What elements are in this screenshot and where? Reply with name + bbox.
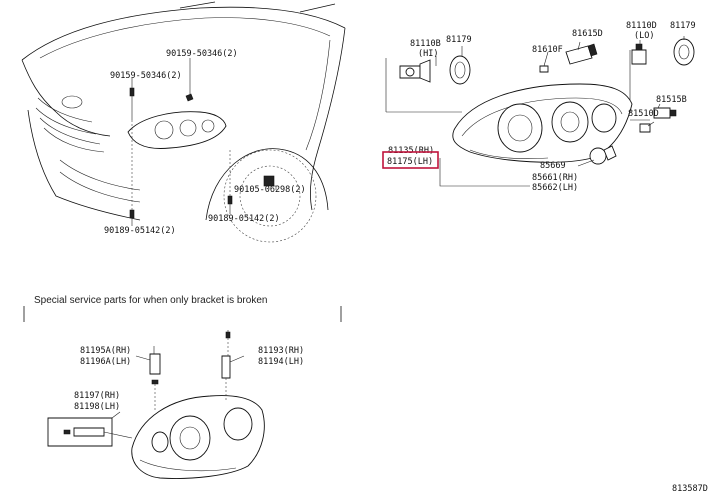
callout-90105-06298: 90105-06298(2) bbox=[234, 185, 306, 195]
callout-81195A: 81195A(RH) bbox=[80, 346, 131, 356]
callout-81615D: 81615D bbox=[572, 29, 603, 39]
bracket-service-parts bbox=[23, 306, 342, 479]
callout-81175-lh: 81175(LH) bbox=[387, 157, 433, 167]
callout-81193: 81193(RH) bbox=[258, 346, 304, 356]
bolt-icon bbox=[129, 87, 135, 97]
headlamp-exploded-view bbox=[385, 36, 695, 187]
car-front-illustration bbox=[21, 1, 346, 243]
callout-81110B: 81110B bbox=[410, 39, 441, 49]
diagram-id: 813587D bbox=[672, 484, 708, 494]
special-service-note: Special service parts for when only brac… bbox=[34, 295, 267, 306]
callout-90159-50346-left: 90159-50346(2) bbox=[110, 71, 182, 81]
callout-85669: 85669 bbox=[540, 161, 566, 171]
bolt-icon bbox=[185, 93, 194, 102]
callout-90189-05142-bottom: 90189-05142(2) bbox=[104, 226, 176, 236]
callout-90159-50346-top: 90159-50346(2) bbox=[166, 49, 238, 59]
callout-85661-rh: 85661(RH) bbox=[532, 173, 578, 183]
callout-81510D: 81510D bbox=[628, 109, 659, 119]
clip-icon bbox=[129, 209, 135, 219]
callout-81135-rh: 81135(RH) bbox=[388, 146, 434, 156]
clip-icon bbox=[227, 195, 233, 205]
callout-81198: 81198(LH) bbox=[74, 402, 120, 412]
callout-81179-left: 81179 bbox=[446, 35, 472, 45]
fender-screw-icon bbox=[263, 175, 275, 187]
callout-81196A: 81196A(LH) bbox=[80, 357, 131, 367]
callout-85662-lh: 85662(LH) bbox=[532, 183, 578, 193]
callout-81515B: 81515B bbox=[656, 95, 687, 105]
callout-90189-05142-right: 90189-05142(2) bbox=[208, 214, 280, 224]
highlight-box bbox=[382, 151, 439, 169]
callout-81110D-lo: (LO) bbox=[634, 31, 654, 41]
callout-81179-right: 81179 bbox=[670, 21, 696, 31]
callout-81197: 81197(RH) bbox=[74, 391, 120, 401]
callout-81610F: 81610F bbox=[532, 45, 563, 55]
callout-81110D: 81110D bbox=[626, 21, 657, 31]
callout-81194: 81194(LH) bbox=[258, 357, 304, 367]
callout-81110B-hi: (HI) bbox=[418, 49, 438, 59]
